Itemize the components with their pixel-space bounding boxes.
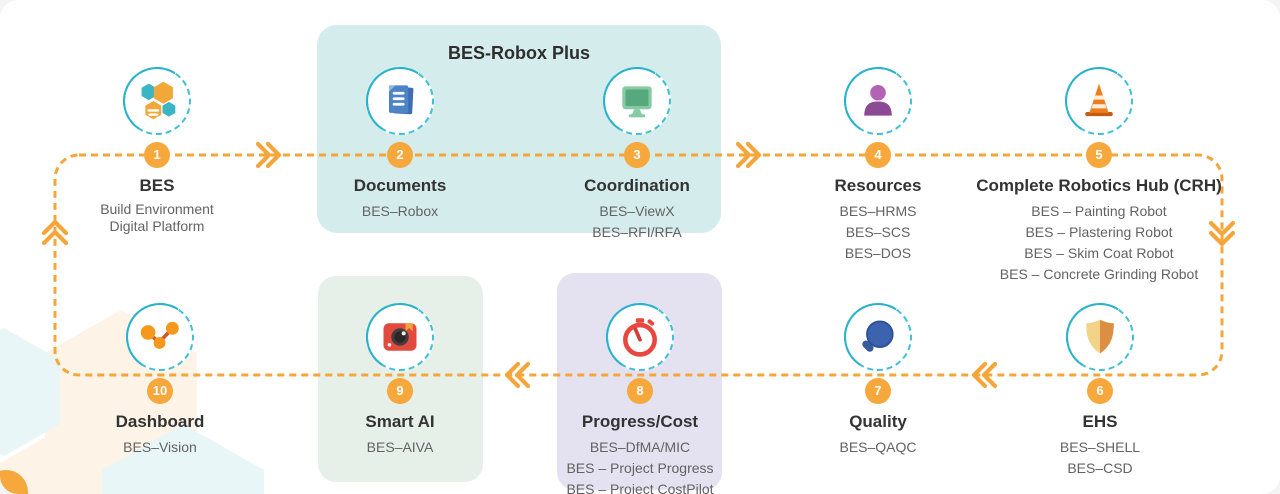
subline: BES–Vision: [123, 439, 197, 455]
node-dashboard: 10 Dashboard BES–Vision: [50, 303, 270, 458]
step-badge-3: 3: [624, 142, 650, 168]
node-ehs: 6 EHS BES–SHELL BES–CSD: [990, 303, 1210, 479]
subline: Digital Platform: [109, 218, 205, 234]
subline: BES–RFI/RFA: [592, 224, 682, 240]
node-title-robotics-hub: Complete Robotics Hub (CRH): [976, 176, 1222, 195]
node-sublines: BES–QAQC: [768, 437, 988, 458]
traffic-cone-icon: [1065, 67, 1133, 135]
node-title-documents: Documents: [353, 176, 447, 195]
group-title: BES-Robox Plus: [447, 43, 590, 63]
node-progress-cost: 8 Progress/Cost BES–DfMA/MIC BES – Proje…: [530, 303, 750, 494]
subline: BES – Painting Robot: [1031, 203, 1167, 219]
stopwatch-icon: [606, 303, 674, 371]
node-sublines: Build Environment Digital Platform: [47, 201, 267, 235]
node-title-coordination: Coordination: [584, 176, 690, 195]
node-bes: 1 BES Build Environment Digital Platform: [47, 67, 267, 235]
node-title-dashboard: Dashboard: [115, 412, 205, 431]
step-badge-2: 2: [387, 142, 413, 168]
monitor-icon: [603, 67, 671, 135]
node-sublines: BES–Robox: [290, 201, 510, 222]
node-title-bes: BES: [139, 176, 175, 195]
subline: BES – Plastering Robot: [1025, 224, 1173, 240]
network-nodes-icon: [126, 303, 194, 371]
subline: BES–DfMA/MIC: [589, 439, 691, 455]
subline: Build Environment: [100, 201, 214, 217]
hexagon-platform-icon: [123, 67, 191, 135]
node-documents: 2 Documents BES–Robox: [290, 67, 510, 222]
node-sublines: BES – Painting Robot BES – Plastering Ro…: [949, 201, 1249, 285]
subline: BES – Project CostPilot: [566, 481, 714, 494]
magnifier-icon: [844, 303, 912, 371]
shield-icon: [1066, 303, 1134, 371]
documents-icon: [366, 67, 434, 135]
node-sublines: BES–Vision: [50, 437, 270, 458]
step-badge-10: 10: [147, 378, 173, 404]
camera-icon: [366, 303, 434, 371]
step-badge-5: 5: [1086, 142, 1112, 168]
subline: BES–Robox: [361, 203, 439, 219]
subline: BES–ViewX: [599, 203, 675, 219]
node-sublines: BES–SHELL BES–CSD: [990, 437, 1210, 479]
node-title-ehs: EHS: [1082, 412, 1118, 431]
node-quality: 7 Quality BES–QAQC: [768, 303, 988, 458]
step-badge-4: 4: [865, 142, 891, 168]
subline: BES–QAQC: [839, 439, 917, 455]
subline: BES – Project Progress: [566, 460, 714, 476]
step-badge-1: 1: [144, 142, 170, 168]
subline: BES–SHELL: [1059, 439, 1141, 455]
subline: BES – Concrete Grinding Robot: [999, 266, 1199, 282]
node-sublines: BES–AIVA: [290, 437, 510, 458]
step-badge-8: 8: [627, 378, 653, 404]
subline: BES–AIVA: [366, 439, 434, 455]
chevron-left-icon: [504, 361, 531, 389]
subline: BES – Skim Coat Robot: [1024, 245, 1174, 261]
node-sublines: BES–DfMA/MIC BES – Project Progress BES …: [530, 437, 750, 494]
node-sublines: BES–ViewX BES–RFI/RFA: [527, 201, 747, 243]
person-icon: [844, 67, 912, 135]
node-title-quality: Quality: [849, 412, 907, 431]
node-robotics-hub: 5 Complete Robotics Hub (CRH) BES – Pain…: [949, 67, 1249, 285]
node-smart-ai: 9 Smart AI BES–AIVA: [290, 303, 510, 458]
step-badge-7: 7: [865, 378, 891, 404]
step-badge-9: 9: [387, 378, 413, 404]
node-title-progress-cost: Progress/Cost: [581, 412, 699, 431]
node-title-smart-ai: Smart AI: [365, 412, 435, 431]
subline: BES–CSD: [1067, 460, 1133, 476]
step-badge-6: 6: [1087, 378, 1113, 404]
node-coordination: 3 Coordination BES–ViewX BES–RFI/RFA: [527, 67, 747, 243]
